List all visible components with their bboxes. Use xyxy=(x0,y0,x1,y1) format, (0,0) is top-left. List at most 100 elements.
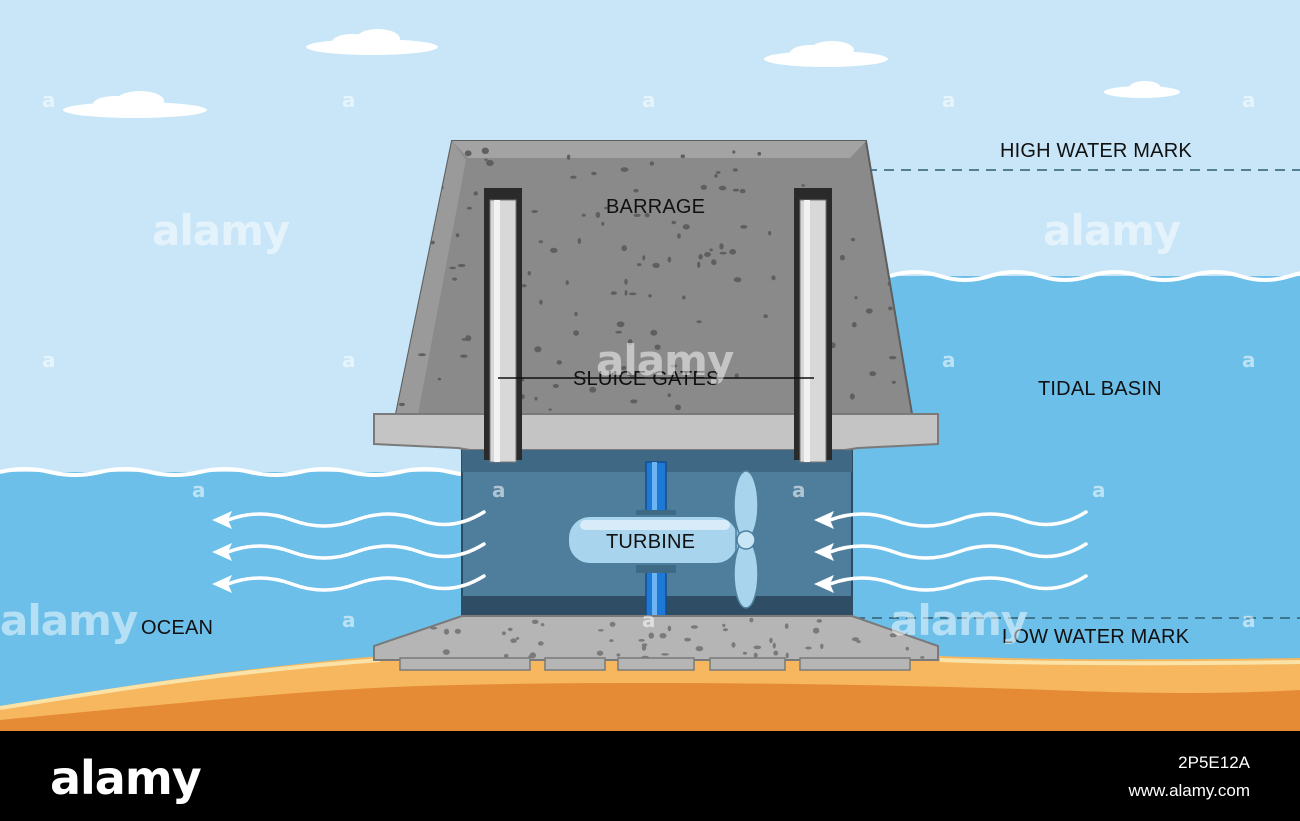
sluice-gates-label: SLUICE GATES xyxy=(573,368,720,390)
sand-edge xyxy=(0,658,381,710)
concrete-speckle xyxy=(695,646,704,652)
concrete-speckle xyxy=(768,231,772,236)
concrete-speckle xyxy=(763,314,768,319)
inflow-arrowheads xyxy=(814,511,834,593)
concrete-speckle xyxy=(856,640,861,644)
concrete-speckle xyxy=(636,263,642,267)
concrete-speckle xyxy=(609,621,616,627)
concrete-speckle xyxy=(565,280,569,286)
concrete-speckle xyxy=(610,291,617,295)
sand-dark xyxy=(0,683,1300,731)
concrete-speckle xyxy=(667,393,671,398)
concrete-speckle xyxy=(460,354,468,358)
turbine-highlight xyxy=(580,520,730,530)
concrete-speckle xyxy=(820,643,824,649)
concrete-speckle xyxy=(888,306,893,311)
concrete-speckle xyxy=(812,627,820,634)
concrete-speckle xyxy=(510,638,517,643)
concrete-speckle xyxy=(697,261,701,268)
concrete-speckle xyxy=(718,185,727,191)
concrete-speckle xyxy=(540,623,545,627)
shaft-collar-bottom xyxy=(636,563,676,573)
concrete-speckle xyxy=(442,649,450,655)
tidal-basin-label: TIDAL BASIN xyxy=(1038,378,1162,400)
concrete-speckle xyxy=(534,346,542,353)
concrete-speckle xyxy=(418,353,426,357)
concrete-speckle xyxy=(865,308,873,314)
concrete-speckle xyxy=(581,213,586,217)
tidal-barrage-illustration xyxy=(0,0,1300,731)
concrete-speckle xyxy=(648,294,652,298)
concrete-speckle xyxy=(649,161,655,166)
concrete-speckle xyxy=(816,619,822,623)
concrete-speckle xyxy=(722,628,729,632)
propeller-blade-bottom xyxy=(733,539,759,609)
low-water-mark-label: LOW WATER MARK xyxy=(1002,626,1190,648)
concrete-speckle xyxy=(550,247,558,253)
concrete-speckle xyxy=(443,628,450,635)
concrete-speckle xyxy=(455,233,460,238)
concrete-speckle xyxy=(680,154,686,159)
concrete-speckle xyxy=(771,275,776,281)
concrete-speckle xyxy=(595,211,601,218)
ocean-surface-wave xyxy=(0,467,501,477)
concrete-speckle xyxy=(574,311,578,316)
concrete-speckle xyxy=(570,175,577,179)
concrete-speckle xyxy=(537,641,544,646)
concrete-speckle xyxy=(465,335,472,342)
concrete-speckle xyxy=(740,225,748,229)
concrete-speckle xyxy=(589,386,597,393)
concrete-speckle xyxy=(449,266,457,270)
concrete-speckle xyxy=(457,263,466,268)
concrete-speckle xyxy=(507,627,513,632)
image-id: 2P5E12A xyxy=(1178,753,1250,772)
sluice-gate-right xyxy=(794,188,832,463)
sand-edge-right xyxy=(939,658,1300,666)
concrete-speckle xyxy=(742,651,747,655)
concrete-speckle xyxy=(398,402,405,407)
concrete-speckle xyxy=(527,271,531,276)
concrete-speckle xyxy=(503,653,509,658)
concrete-speckle xyxy=(700,184,707,190)
concrete-speckle xyxy=(616,321,625,328)
concrete-speckle xyxy=(682,224,690,230)
concrete-speckle xyxy=(714,174,718,178)
concrete-speckle xyxy=(621,245,627,252)
concrete-speckle xyxy=(661,653,669,656)
concrete-speckle xyxy=(888,356,897,360)
concrete-speckle xyxy=(633,213,641,217)
site-url: www.alamy.com xyxy=(1128,781,1250,800)
concrete-speckle xyxy=(719,251,727,255)
concrete-speckle xyxy=(633,188,639,193)
concrete-speckle xyxy=(520,284,527,288)
concrete-speckle xyxy=(650,329,658,336)
concrete-speckle xyxy=(773,650,779,656)
concrete-speckle xyxy=(591,171,597,176)
concrete-speckle xyxy=(573,330,579,336)
concrete-speckle xyxy=(615,330,623,334)
concrete-speckle xyxy=(501,631,506,636)
concrete-speckle xyxy=(630,399,638,404)
concrete-speckle xyxy=(604,206,609,210)
concrete-speckle xyxy=(677,233,681,239)
concrete-speckle xyxy=(690,625,699,629)
concrete-speckle xyxy=(772,642,776,649)
concrete-speckle xyxy=(739,188,746,194)
high-water-mark-label: HIGH WATER MARK xyxy=(1000,140,1192,162)
concrete-speckle xyxy=(538,240,544,244)
barrage-label: BARRAGE xyxy=(606,196,706,218)
concrete-speckle xyxy=(670,364,678,368)
propeller-blade-top xyxy=(733,470,759,540)
basin-surface-wave xyxy=(889,270,1300,282)
concrete-speckle xyxy=(698,253,703,260)
concrete-speckle xyxy=(850,237,856,242)
concrete-speckle xyxy=(624,290,628,296)
concrete-speckle xyxy=(753,652,758,658)
stock-footer: alamy 2P5E12A www.alamy.com xyxy=(0,731,1300,821)
concrete-speckle xyxy=(452,277,458,281)
concrete-speckle xyxy=(719,243,724,250)
sluice-gate-left xyxy=(484,188,522,463)
concrete-speckle xyxy=(642,255,646,261)
concrete-speckle xyxy=(851,322,857,328)
foundation-teeth xyxy=(399,657,911,671)
